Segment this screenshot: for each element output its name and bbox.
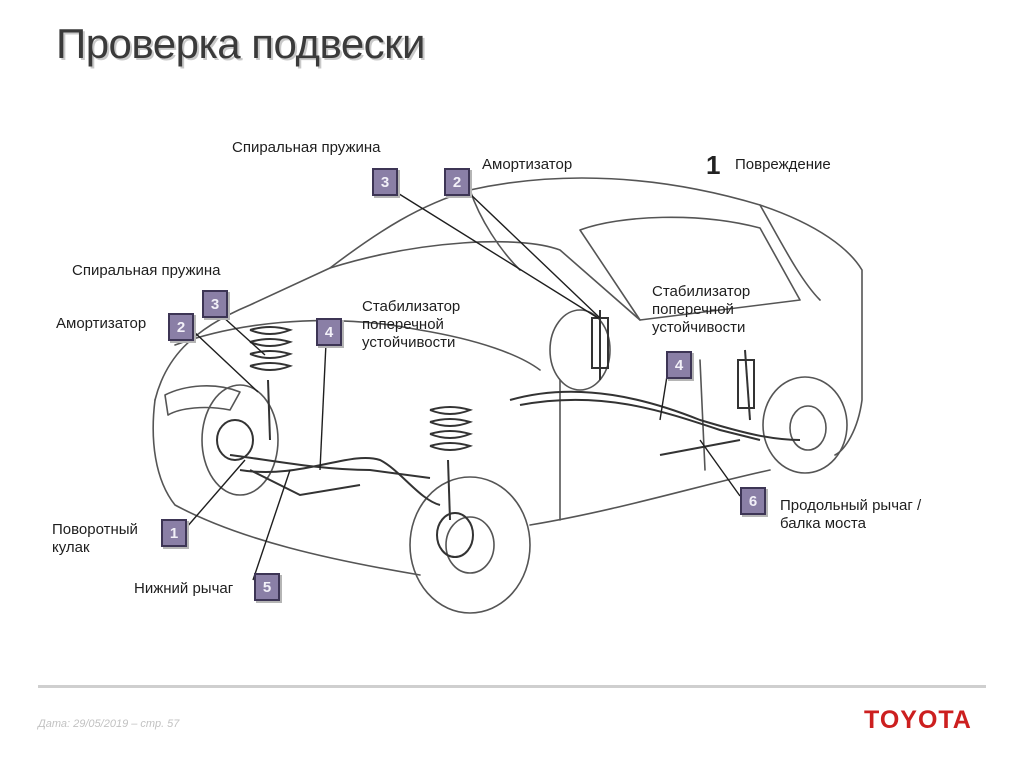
leader-4-rear [659,375,668,421]
footer-divider [38,685,986,688]
rear-right-wheel [762,376,848,474]
rear-window [759,204,821,301]
legend-number: 1 [706,150,721,180]
front-left-knuckle [216,419,254,461]
car-body-outline [154,177,863,456]
rear-right-hub [789,405,827,451]
leader-2-left [191,329,259,393]
hood-line [174,319,541,371]
headlight [164,385,241,416]
page-title: Проверка подвески [56,20,426,67]
leader-2-top [467,191,601,319]
label-stabilizer-front: Стабилизатор поперечной устойчивости [362,298,461,351]
label-spring-top: Спиральная пружина [232,139,381,156]
front-left-strut [267,379,271,441]
front-right-strut [447,459,451,521]
label-shock-left: Амортизатор [56,315,147,332]
badge-2-top: 2 [444,168,470,196]
car-roof-line [329,240,641,321]
front-left-wheel [201,384,279,496]
label-lower-arm: Нижний рычаг [134,580,234,597]
badge-4-front: 4 [316,318,342,346]
label-stabilizer-rear: Стабилизатор поперечной устойчивости [652,283,751,336]
badge-5: 5 [254,573,280,601]
rear-stabilizer [519,398,761,441]
badge-1: 1 [161,519,187,547]
front-lower-arm [249,469,361,497]
leader-4-front [319,342,327,471]
leader-3-left [221,315,266,356]
badge-3-left: 3 [202,290,228,318]
label-trailing-arm: Продольный рычаг / балка моста [780,497,922,532]
leader-3-top [395,191,599,319]
front-right-wheel [409,476,531,614]
label-spring-left: Спиральная пружина [72,262,221,279]
rear-beam [509,390,801,441]
door-line-rear [699,359,706,471]
badge-2-left: 2 [168,313,194,341]
leader-6 [699,439,741,497]
front-windshield [469,189,521,271]
front-stabilizer-bar [239,456,441,506]
rear-right-shock-body [737,359,755,409]
footer-date: Дата: 29/05/2019 – стр. 57 [38,718,180,730]
sill-line [529,469,771,526]
front-right-knuckle [436,512,474,558]
label-shock-top: Амортизатор [482,156,573,173]
front-right-hub [445,516,495,574]
badge-3-top: 3 [372,168,398,196]
front-bumper [152,399,421,576]
badge-6: 6 [740,487,766,515]
legend-label: Повреждение [735,156,831,173]
front-left-spring [249,326,294,371]
rear-left-wheel [549,309,611,391]
badge-4-rear: 4 [666,351,692,379]
side-window-frame [579,216,801,321]
front-right-spring [429,406,474,451]
label-knuckle: Поворотный кулак [52,521,138,556]
leader-5 [252,469,291,581]
rear-trailing-arm [659,439,741,456]
toyota-logo: TOYOTA [864,706,972,734]
leader-1 [185,459,246,529]
